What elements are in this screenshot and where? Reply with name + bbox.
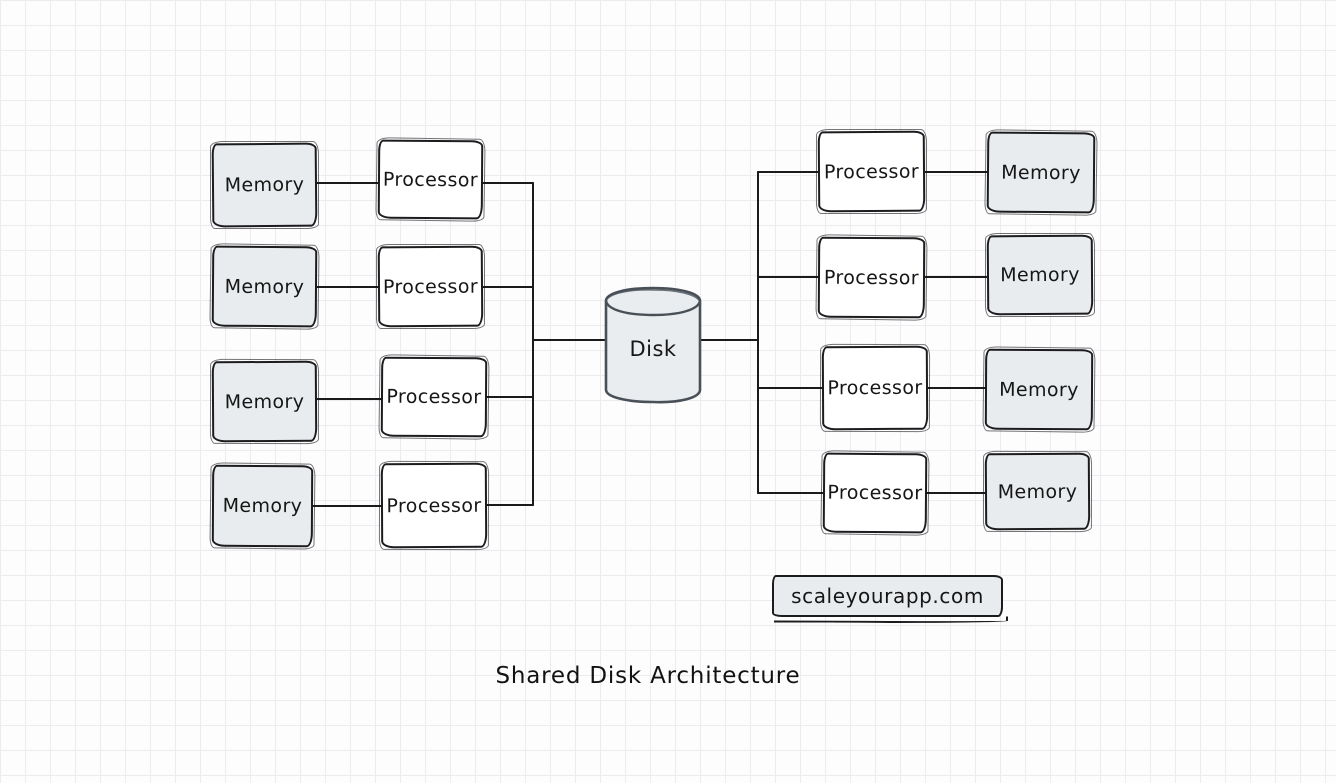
- watermark-box: scaleyourapp.com: [772, 575, 1003, 617]
- processor-node-label: Processor: [823, 160, 920, 183]
- memory-node: Memory: [211, 142, 318, 228]
- processor-node-label: Processor: [386, 494, 482, 517]
- processor-node-label: Processor: [382, 168, 479, 191]
- memory-node-label: Memory: [222, 494, 303, 518]
- processor-node-label: Processor: [382, 275, 479, 298]
- disk-top-ellipse: [604, 299, 702, 317]
- memory-node: Memory: [986, 131, 1096, 214]
- processor-node: Processor: [377, 245, 484, 328]
- processor-node-label: Processor: [823, 266, 920, 289]
- memory-node-label: Memory: [224, 390, 305, 413]
- processor-node-label: Processor: [827, 376, 923, 400]
- right-processor-memory-links: [924, 171, 988, 494]
- right-bus: [698, 171, 824, 494]
- diagram-title: Shared Disk Architecture: [495, 663, 801, 689]
- disk-top-sketch-stroke: [607, 289, 700, 301]
- disk-cylinder: Disk: [604, 286, 702, 404]
- processor-node: Processor: [817, 130, 926, 213]
- memory-node-label: Memory: [224, 275, 305, 298]
- memory-node: Memory: [984, 348, 1094, 431]
- memory-node-label: Memory: [997, 480, 1078, 503]
- memory-node: Memory: [984, 452, 1091, 531]
- memory-node-label: Memory: [224, 173, 305, 197]
- disk-body: [604, 286, 702, 404]
- memory-node-label: Memory: [1000, 263, 1080, 287]
- watermark-label: scaleyourapp.com: [791, 584, 984, 608]
- memory-node: Memory: [986, 234, 1094, 316]
- memory-node: Memory: [211, 464, 314, 548]
- processor-node-label: Processor: [827, 481, 923, 505]
- left-memory-processor-links: [312, 182, 382, 507]
- processor-node: Processor: [822, 452, 928, 534]
- disk-label: Disk: [629, 337, 676, 361]
- processor-node: Processor: [380, 356, 488, 438]
- processor-node-label: Processor: [386, 385, 482, 409]
- left-bus: [482, 182, 608, 506]
- memory-node-label: Memory: [1001, 161, 1081, 184]
- memory-node: Memory: [211, 245, 318, 328]
- processor-node: Processor: [821, 345, 929, 431]
- memory-node-label: Memory: [999, 378, 1079, 401]
- processor-node: Processor: [817, 236, 926, 319]
- memory-node: Memory: [211, 360, 318, 443]
- processor-node: Processor: [377, 139, 484, 220]
- processor-node: Processor: [380, 462, 488, 549]
